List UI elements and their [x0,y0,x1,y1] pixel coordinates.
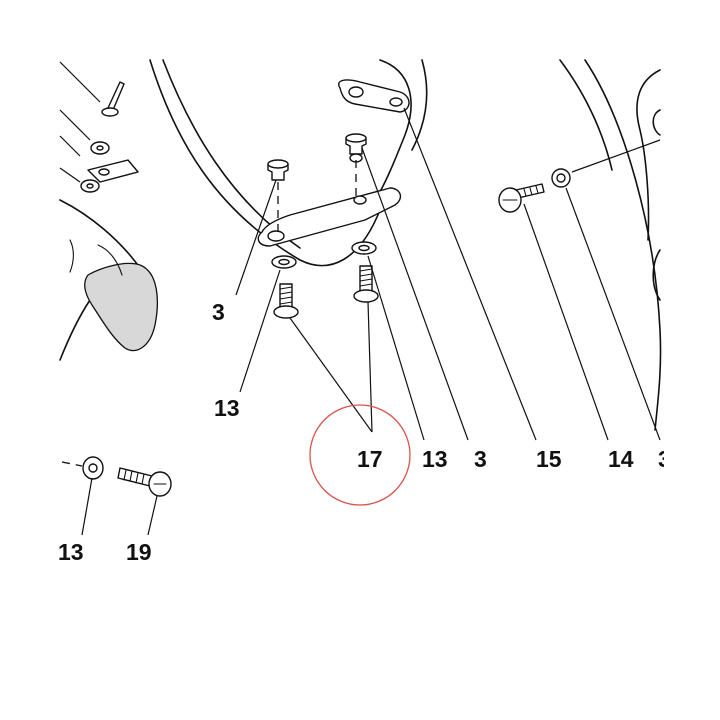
washer-13-mid [351,241,377,255]
callout-17: 17 [357,446,383,472]
bolt-15 [498,183,545,213]
highlight-circle [309,404,411,506]
footrest-shape [59,199,158,361]
right-crop-mask [664,0,720,720]
stud-3-mid [345,133,367,198]
leader-lines [81,107,661,536]
washer-13-bottom [61,456,104,480]
upper-left-small-parts [59,61,139,193]
callout-13-bottom: 13 [58,539,84,565]
bolt-19 [117,467,172,497]
callout-15: 15 [536,446,562,472]
stud-3-left [267,159,289,232]
callout-3-left: 3 [212,299,225,325]
scooter-body-outline [149,59,662,431]
bracket-plate-15 [338,79,410,113]
washer-13-left [271,255,297,269]
screw-17-left [273,283,299,319]
screw-17-mid [353,265,379,303]
callout-14: 14 [608,446,634,472]
callout-13-mid: 13 [422,446,448,472]
callout-3-mid: 3 [474,446,487,472]
mounting-plate [257,187,402,247]
callout-13-left: 13 [214,395,240,421]
callout-19: 19 [126,539,152,565]
washer-14 [551,139,661,188]
